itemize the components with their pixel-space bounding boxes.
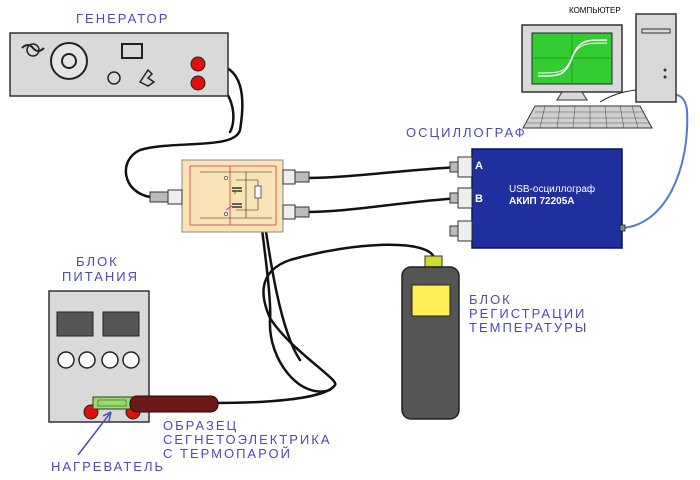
generator-dial-center [61, 53, 77, 69]
cable-scope-b [303, 196, 462, 214]
tower-led-2 [663, 75, 667, 79]
cable-generator-upper [124, 62, 244, 199]
temperature-probe-cap [424, 255, 443, 269]
circuit-green-lead [233, 189, 239, 195]
monitor-curve-2 [537, 42, 608, 74]
generator-wave-icon [21, 44, 45, 52]
generator-device [9, 32, 229, 97]
heater-inner [97, 399, 127, 407]
label-heater: НАГРЕВАТЕЛЬ [51, 459, 166, 474]
temperature-display [411, 284, 451, 317]
power-supply-device [48, 290, 150, 423]
power-knob-4 [122, 351, 140, 369]
bnc-connector-b [449, 187, 473, 209]
power-knob-2 [78, 351, 96, 369]
circuit-capacitor-2 [232, 203, 242, 208]
generator-wave-knob [26, 43, 40, 57]
usb-port [619, 224, 626, 232]
computer-device [521, 13, 677, 129]
power-display-2 [102, 311, 140, 337]
heater-element [92, 396, 136, 410]
circuit-bnc-right-a [282, 169, 296, 185]
monitor-stand [556, 91, 588, 101]
label-oscilloscope: ОСЦИЛЛОГРАФ [406, 125, 527, 140]
generator-output-socket-2 [190, 75, 206, 91]
heater-arrow-head [102, 411, 112, 422]
computer-tower [635, 13, 677, 103]
label-temperature-line1: БЛОК [469, 292, 512, 307]
bnc-connector-a [449, 156, 473, 178]
oscilloscope-device [449, 148, 626, 249]
circuit-bnc-right-b [282, 204, 296, 220]
oscilloscope-body [471, 148, 623, 249]
label-scope-line1: USB-осциллограф [509, 184, 596, 195]
tower-drive-slot [641, 28, 671, 34]
power-knob-3 [101, 351, 119, 369]
generator-small-knob [107, 71, 121, 85]
keyboard-keys [527, 105, 649, 129]
circuit-board [149, 159, 310, 233]
circuit-terminal-2 [224, 212, 228, 216]
label-sample-line2: СЕГНЕТОЭЛЕКТРИКА [163, 432, 332, 447]
circuit-bnc-right-b-plug [294, 206, 310, 218]
cable-scope-a [303, 165, 462, 180]
tower-cable [599, 89, 637, 103]
power-knob-1 [57, 351, 75, 369]
generator-main-dial [50, 42, 88, 80]
bnc-connector-ext [449, 220, 473, 242]
label-temperature-line2: РЕГИСТРАЦИИ [469, 306, 587, 321]
label-sample-line3: С ТЕРМОПАРОЙ [163, 446, 292, 461]
temperature-unit-device [401, 255, 460, 420]
label-power-line2: ПИТАНИЯ [62, 269, 139, 284]
heater-arrow [77, 411, 112, 456]
label-temperature-line3: ТЕМПЕРАТУРЫ [469, 320, 589, 335]
generator-switch-icon [138, 68, 156, 87]
circuit-magenta-lead [225, 205, 233, 211]
label-sample-line1: ОБРАЗЕЦ [163, 418, 239, 433]
circuit-resistor [254, 185, 262, 199]
circuit-bnc-right-a-plug [294, 171, 310, 183]
tower-led-1 [663, 68, 667, 72]
sample-rod [129, 395, 219, 413]
cable-temperature [213, 243, 436, 405]
circuit-red-wires [189, 165, 277, 226]
circuit-bnc-left-plug [149, 191, 169, 203]
generator-output-socket-1 [190, 56, 206, 72]
power-display-1 [56, 311, 94, 337]
label-generator: ГЕНЕРАТОР [76, 11, 170, 26]
label-scope-model: USB-осциллограф АКИП 72205А [509, 184, 595, 208]
label-channel-b: B [475, 193, 483, 205]
label-channel-a: A [475, 160, 483, 172]
circuit-terminal-1 [224, 176, 228, 180]
generator-display [121, 43, 143, 59]
circuit-bnc-left [167, 189, 183, 205]
label-scope-line2: АКИП 72205А [509, 196, 575, 207]
label-computer: КОМПЬЮТЕР [569, 6, 621, 15]
circuit-board-body [181, 159, 284, 233]
label-power-line1: БЛОК [76, 254, 119, 269]
